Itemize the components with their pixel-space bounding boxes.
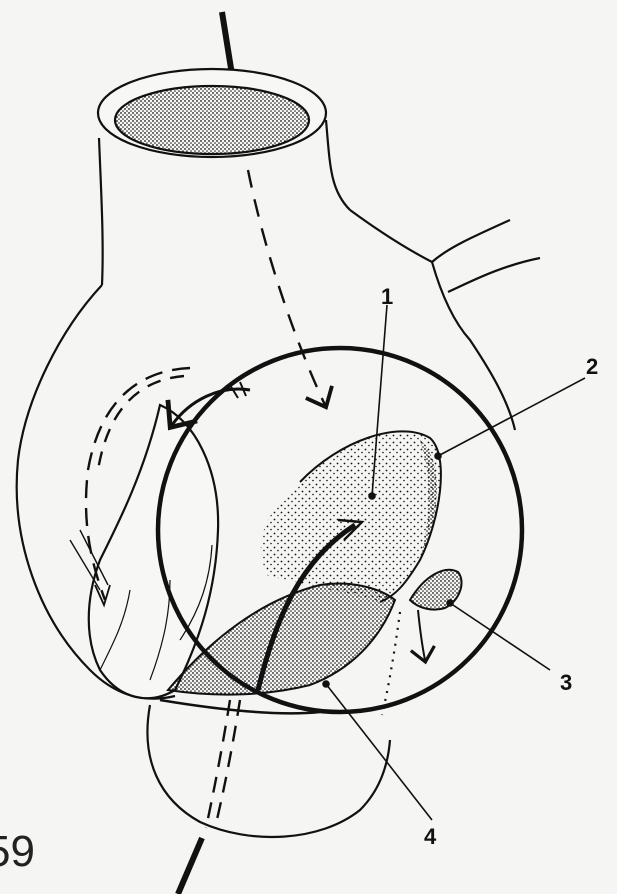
page-number: 59 [0, 827, 35, 876]
appendage [89, 405, 218, 698]
label-1: 1 [381, 284, 393, 309]
probe-bottom [178, 838, 202, 894]
label-3: 3 [560, 670, 572, 695]
septum-membrane [261, 431, 441, 602]
small-pouch [410, 570, 462, 660]
label-2: 2 [586, 354, 598, 379]
vessel-outline [17, 69, 540, 837]
label-4: 4 [424, 824, 437, 849]
